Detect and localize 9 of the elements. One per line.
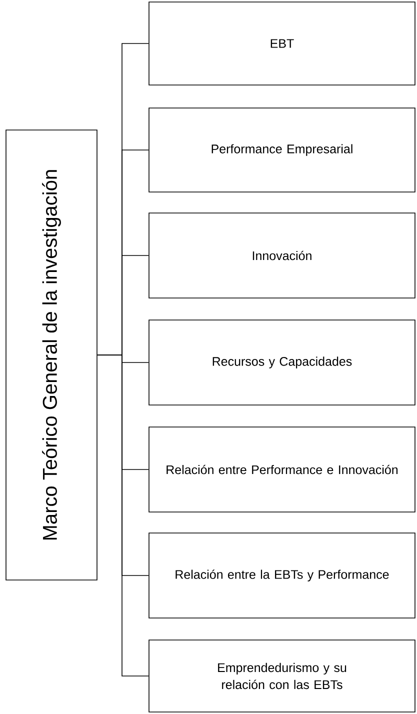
subtopic-box: Recursos y Capacidades	[148, 320, 416, 406]
subtopic-box: EBT	[148, 2, 416, 86]
topic-box: Marco Teórico General de la investigación	[6, 130, 98, 580]
subtopic-box: Innovación	[148, 212, 416, 298]
subtopic-box: Relación entre Performance e Innovación	[148, 426, 416, 512]
subtopic-box: Performance Empresarial	[148, 108, 416, 192]
subtopic-box: Relación entre la EBTs y Performance	[148, 532, 416, 618]
connector-line	[97, 354, 149, 676]
subtopic-box: Emprendedurismo y su relación con las EBTs	[148, 640, 416, 712]
